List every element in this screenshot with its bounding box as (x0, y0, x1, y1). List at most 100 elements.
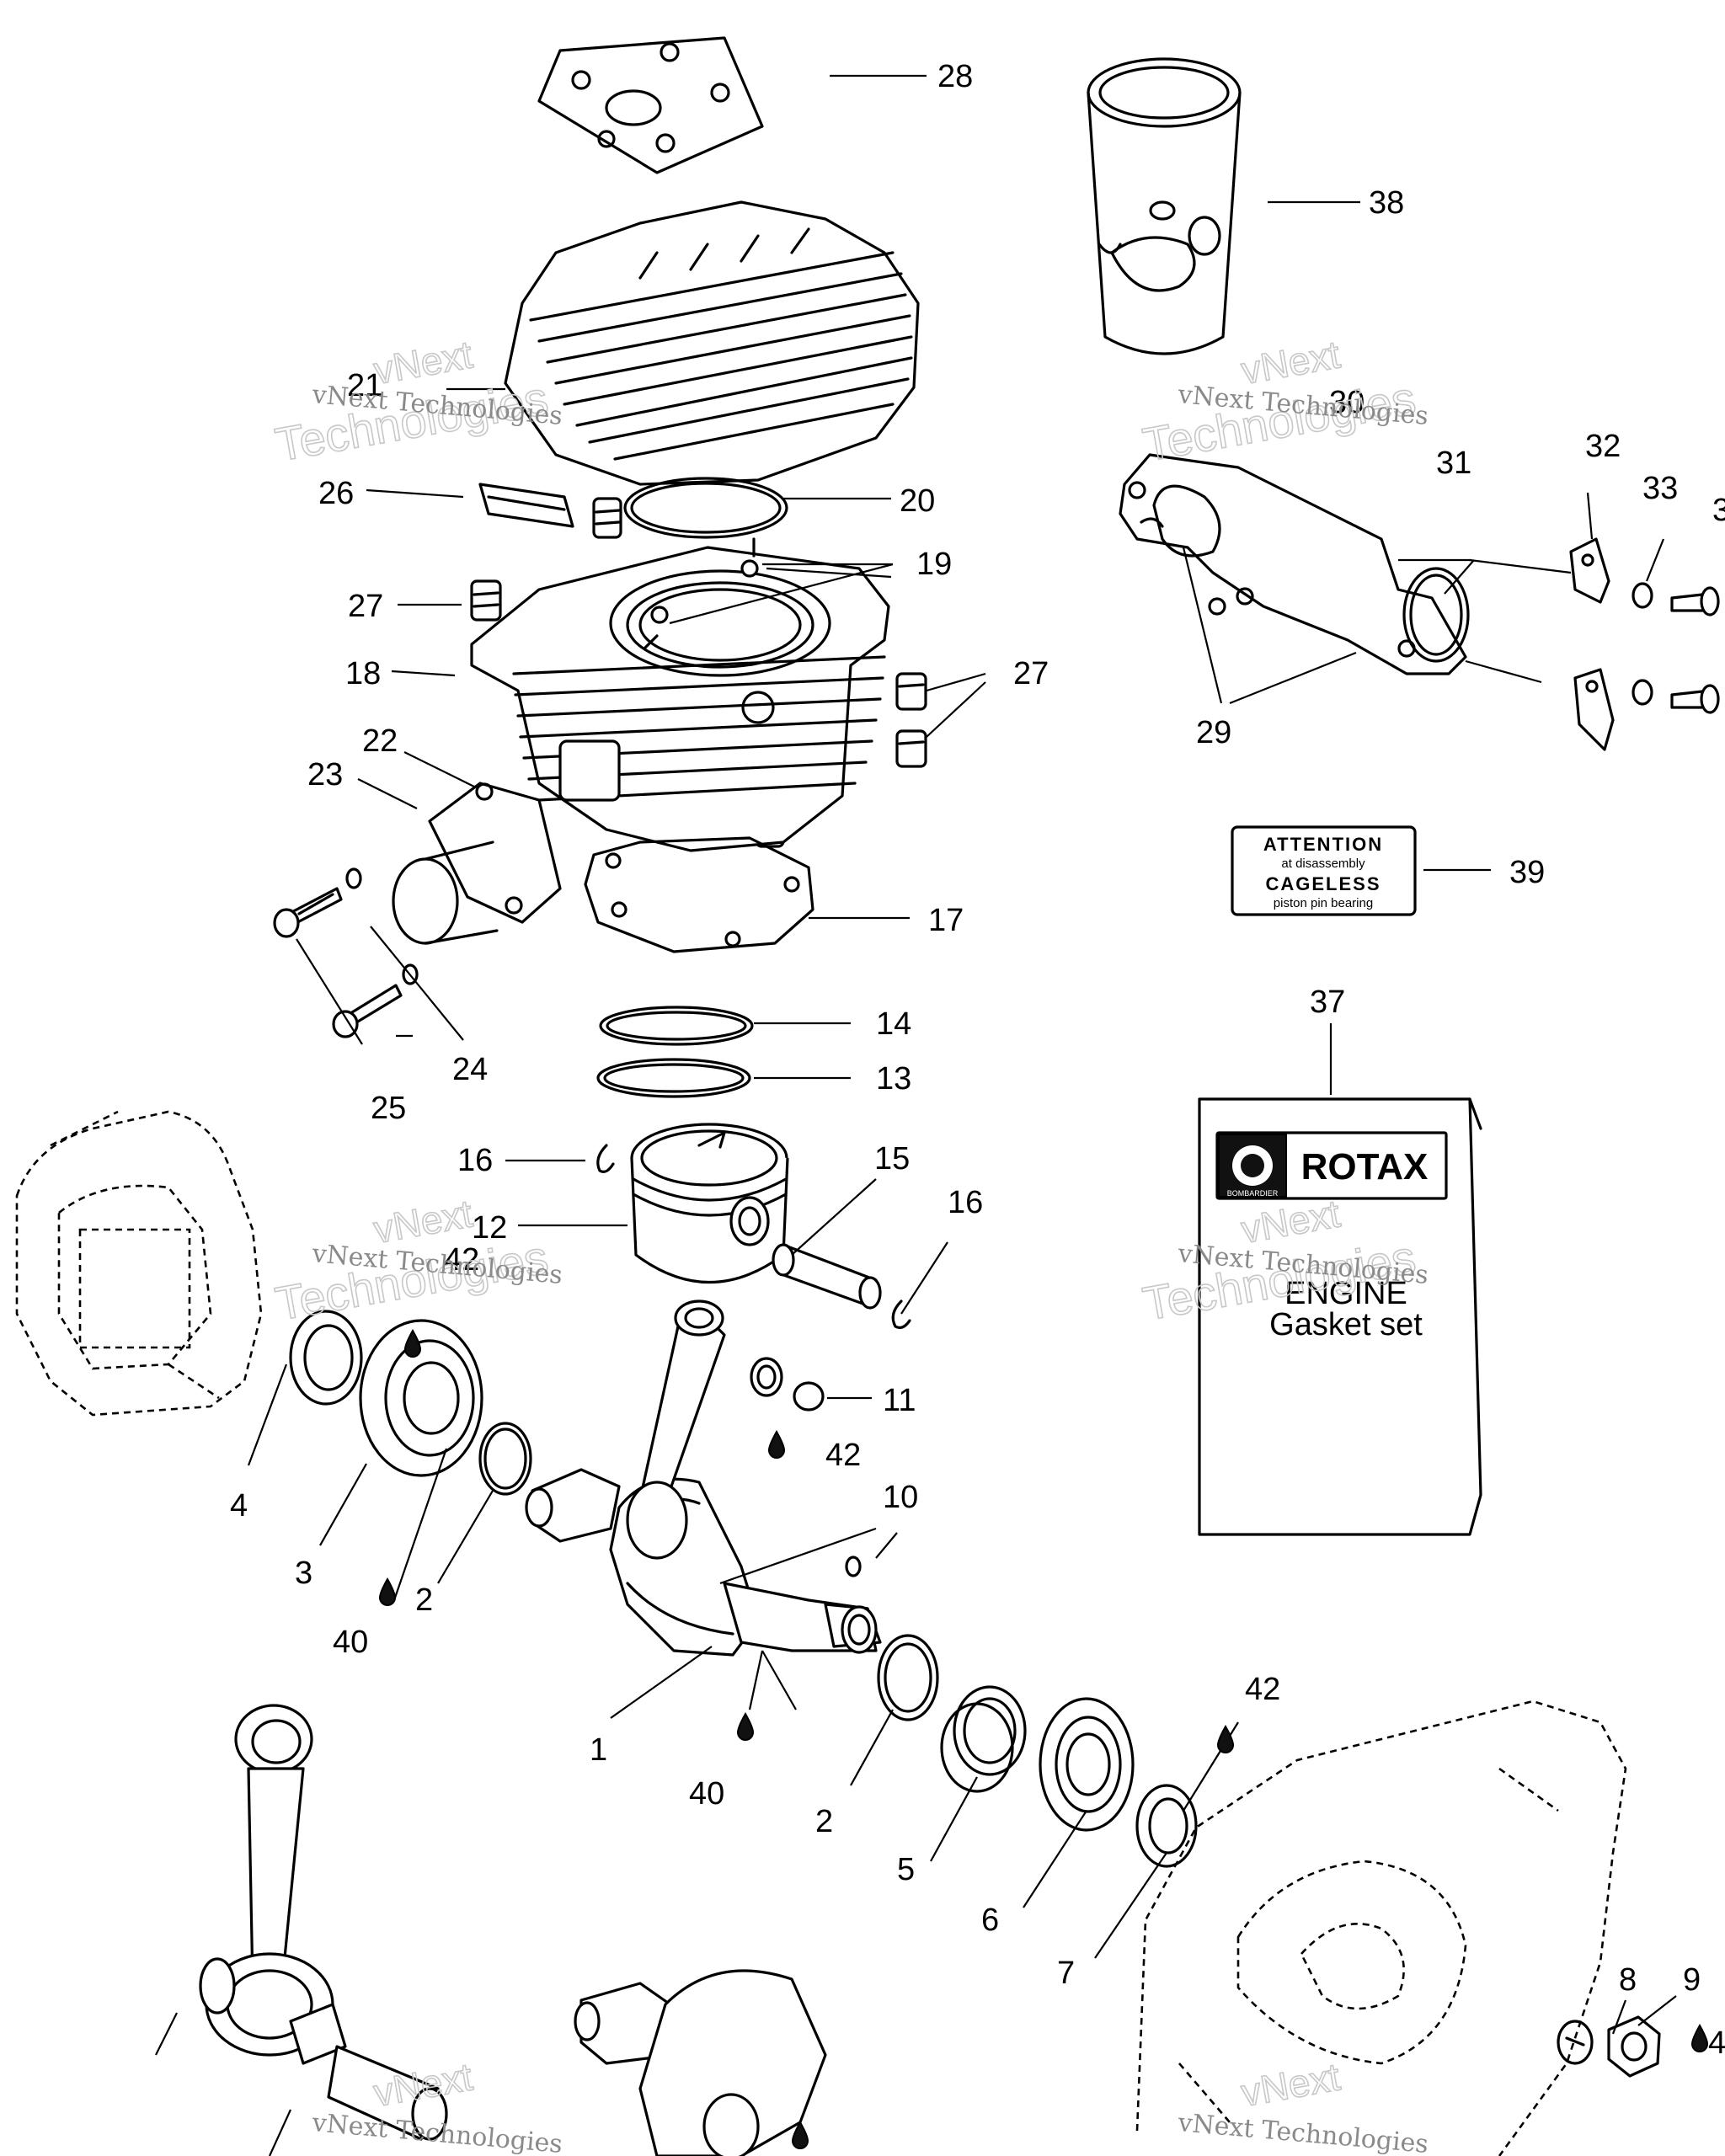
callout-32: 32 (1585, 429, 1621, 464)
watermark-text-6: vNext Technologies (1176, 2108, 1429, 2156)
callout-29: 29 (1196, 715, 1231, 750)
shim-2-a (478, 1422, 532, 1496)
oil-drop-icon (378, 1577, 397, 1606)
washer-24-b (402, 963, 419, 985)
lock-washer-8 (1557, 2020, 1594, 2065)
key-10 (845, 1556, 862, 1577)
watermark-6: vNext (1237, 2054, 1344, 2116)
decal-line-1: ATTENTION (1263, 834, 1383, 855)
nut-9 (1607, 2015, 1661, 2078)
cylinder-18 (470, 537, 890, 852)
callout-16-right: 16 (948, 1185, 983, 1220)
watermark-outline-top: vNext (1238, 332, 1343, 392)
callout-6: 6 (981, 1903, 999, 1938)
attention-decal-39: ATTENTION at disassembly CAGELESS piston… (1231, 825, 1417, 916)
callout-10: 10 (883, 1480, 918, 1515)
wedge-27-a (592, 497, 622, 539)
exhaust-manifold-30 (1119, 453, 1470, 675)
needle-bearing-11 (750, 1357, 825, 1412)
bolt-34-b (1670, 684, 1720, 714)
clip-32-b (1573, 668, 1615, 751)
circlip-16-a (596, 1144, 615, 1173)
callout-1: 1 (590, 1732, 607, 1768)
callout-2-right: 2 (815, 1804, 833, 1839)
decal-line-3: CAGELESS (1265, 873, 1381, 894)
callout-28: 28 (937, 59, 973, 94)
intake-flange-22 (392, 782, 562, 945)
circlip-16-b (891, 1299, 911, 1330)
gear-badge-icon: BOMBARDIER (1227, 1189, 1279, 1198)
watermark-outline-top: vNext (371, 332, 476, 392)
callout-numbers: 28 38 21 26 20 19 27 18 27 22 23 17 24 2… (230, 59, 1725, 2061)
callout-5: 5 (897, 1852, 915, 1887)
wedge-26 (478, 483, 574, 528)
callout-18: 18 (345, 656, 381, 691)
callout-25: 25 (371, 1091, 406, 1126)
head-gasket-28 (537, 36, 764, 174)
manual-line-1: ENGINE (1284, 1276, 1407, 1311)
washer-33-b (1632, 679, 1653, 706)
oil-drop-icon (791, 2120, 809, 2149)
oil-drop-icon (1216, 1724, 1235, 1753)
callout-42-right: 42 (1245, 1672, 1280, 1707)
cylinder-head-21 (504, 200, 920, 486)
callout-26: 26 (318, 476, 354, 511)
callout-39: 39 (1509, 855, 1545, 890)
piston-pin-15 (772, 1243, 882, 1310)
decal-line-2: at disassembly (1281, 857, 1365, 871)
callout-16-left: 16 (457, 1143, 493, 1178)
callout-4-edge: 4 (1708, 2025, 1725, 2061)
callout-7: 7 (1057, 1956, 1075, 1991)
piston-ring-14 (599, 1006, 754, 1046)
callout-3: 3 (295, 1556, 312, 1591)
wedge-27-d (895, 729, 927, 768)
callout-3-edge: 3 (1712, 493, 1725, 528)
base-gasket-17 (584, 836, 814, 953)
oil-drop-icon (403, 1328, 422, 1358)
oil-drop-icon (736, 1711, 755, 1741)
crankcase-left-dashed (15, 1110, 263, 1417)
callout-31: 31 (1436, 446, 1471, 481)
spacer-5 (940, 1685, 1027, 1793)
crankshaft-1 (525, 1299, 882, 1657)
piston-ring-13 (596, 1058, 751, 1098)
callout-11: 11 (883, 1383, 916, 1418)
watermark-outline-top: vNext (1238, 2054, 1343, 2115)
watermark-5: vNext (370, 2054, 477, 2116)
callout-33: 33 (1642, 471, 1678, 506)
callout-23: 23 (307, 757, 343, 792)
washer-24-a (345, 867, 362, 889)
callout-30: 30 (1329, 385, 1365, 420)
decal-line-4: piston pin bearing (1274, 896, 1373, 910)
callout-17: 17 (928, 903, 964, 938)
oil-seal-4 (289, 1310, 363, 1406)
shim-2-b (877, 1634, 939, 1721)
crankcase-right-dashed (1135, 1700, 1627, 2156)
callout-20: 20 (900, 483, 935, 519)
callout-13: 13 (876, 1061, 911, 1097)
clip-32-a (1569, 537, 1610, 604)
callout-42-center: 42 (825, 1438, 861, 1473)
oil-seal-7 (1135, 1784, 1198, 1868)
callout-27-right: 27 (1013, 656, 1049, 691)
callout-2-left: 2 (415, 1582, 433, 1618)
screw-25-a (273, 887, 343, 938)
callout-37: 37 (1310, 985, 1345, 1020)
callout-19: 19 (916, 547, 952, 582)
manual-line-2: Gasket set (1269, 1307, 1423, 1342)
conrod-subassembly (199, 1704, 448, 2141)
oil-drop-icon (767, 1429, 786, 1459)
oil-drop-icon (1690, 2023, 1709, 2052)
bolt-34-a (1670, 586, 1720, 616)
washer-33-a (1632, 582, 1653, 609)
callout-22: 22 (362, 723, 398, 759)
callout-40-left: 40 (333, 1625, 368, 1660)
callout-15: 15 (874, 1141, 910, 1177)
brand-rotax: ROTAX (1301, 1146, 1429, 1187)
callout-24: 24 (452, 1052, 488, 1087)
ball-bearing-6 (1039, 1697, 1135, 1832)
wedge-27-b (470, 579, 502, 622)
callout-14: 14 (876, 1006, 911, 1042)
callout-4: 4 (230, 1488, 248, 1524)
